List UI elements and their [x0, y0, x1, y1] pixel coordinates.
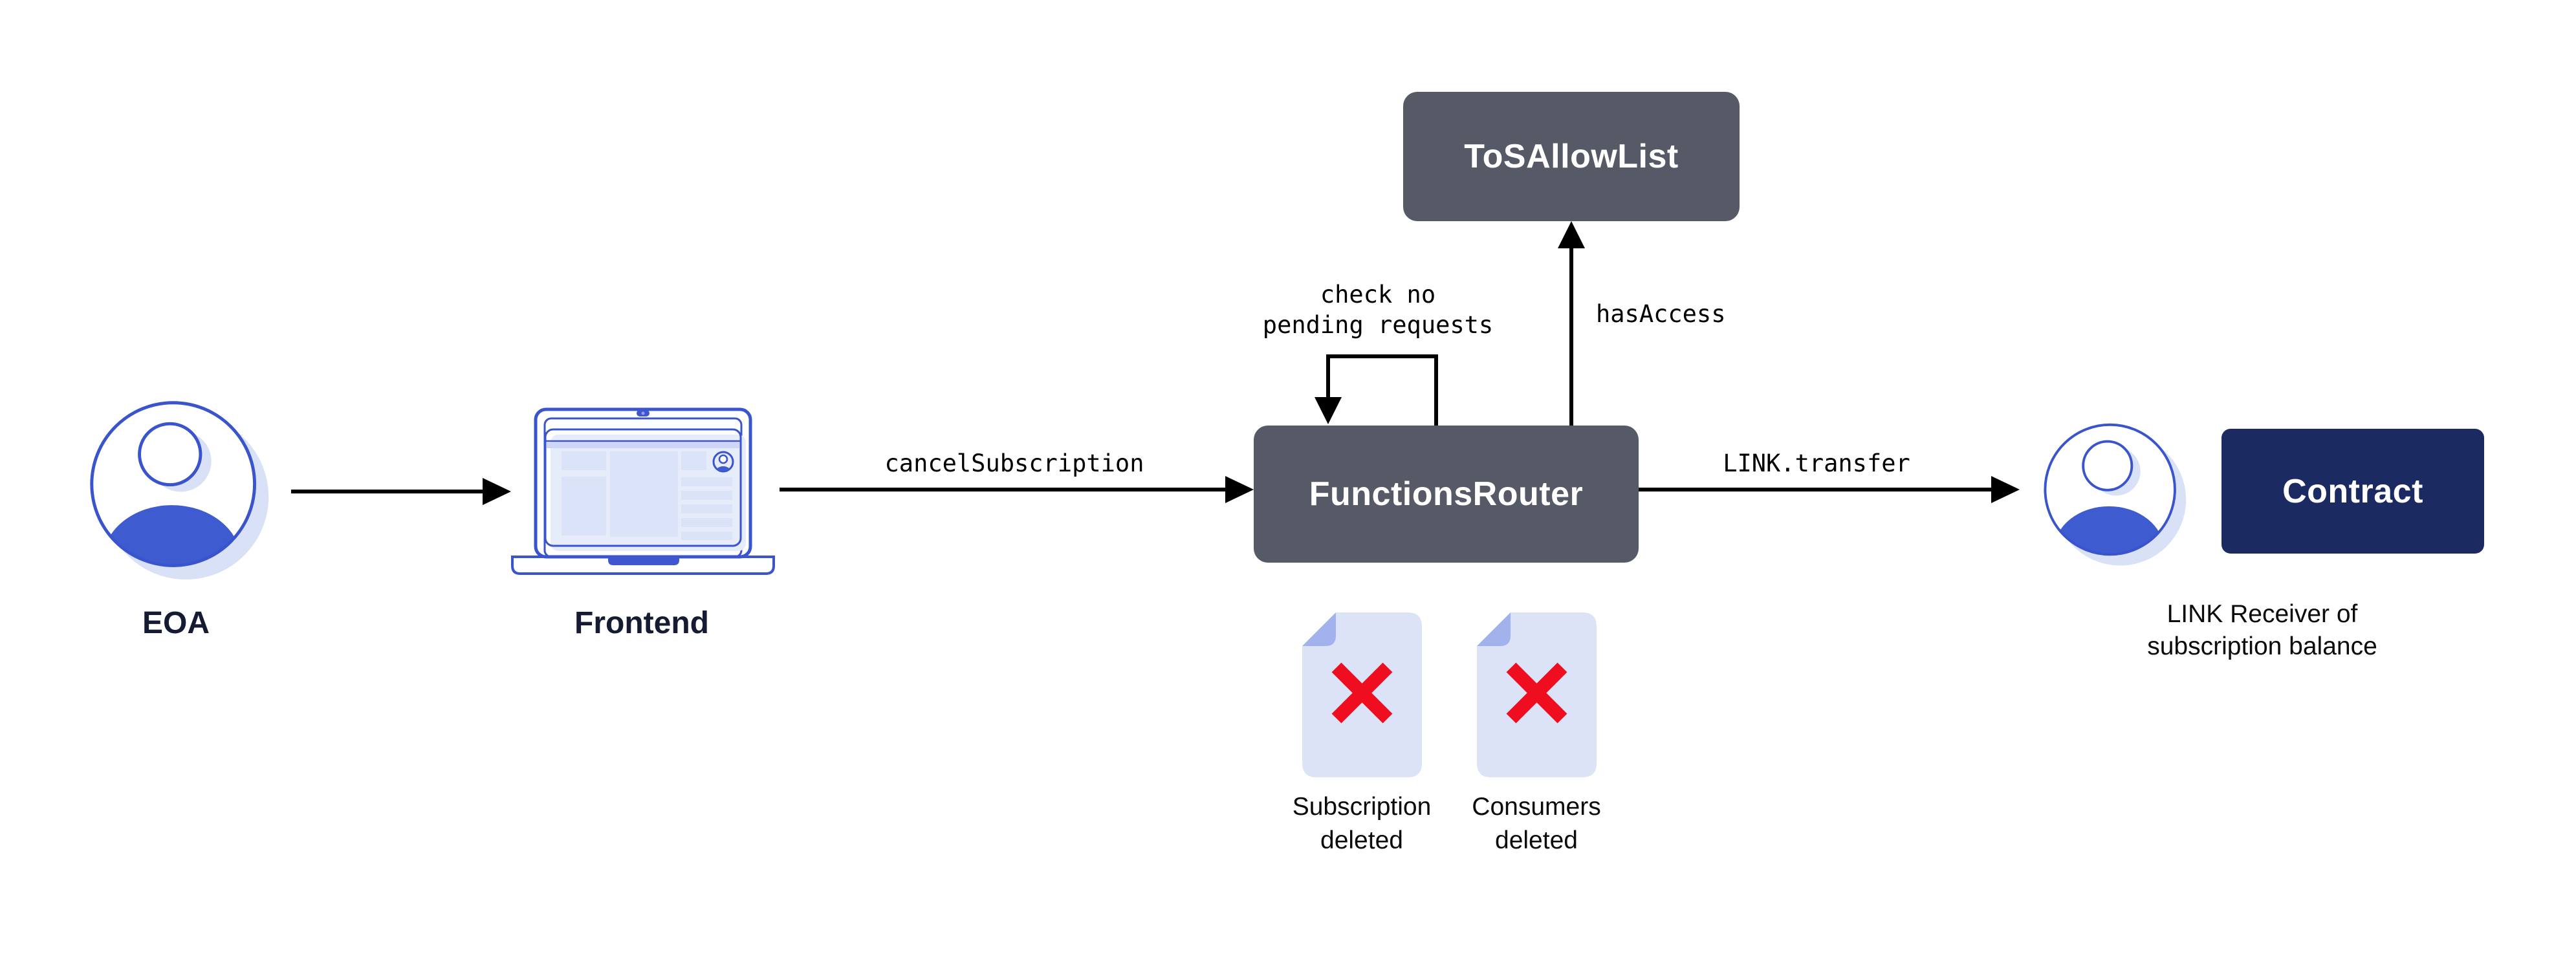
has-access-edge-label: hasAccess: [1596, 300, 1726, 328]
link-receiver-caption-line2: subscription balance: [2147, 632, 2377, 660]
check-pending-line2: pending requests: [1262, 311, 1494, 339]
check-pending-edge-label: check no pending requests: [1263, 279, 1493, 340]
cancel-subscription-edge-label: cancelSubscription: [884, 449, 1144, 477]
edge-has-access-arrow: [1558, 221, 1585, 426]
frontend-label: Frontend: [574, 606, 709, 640]
contract-box: Contract: [2221, 429, 2484, 554]
subscription-deleted-label: Subscription deleted: [1293, 790, 1432, 858]
consumers-deleted-line2: deleted: [1495, 826, 1578, 854]
contract-label: Contract: [2282, 472, 2423, 510]
subscription-deleted-line1: Subscription: [1292, 793, 1432, 821]
edge-cancel-subscription-arrow: [780, 476, 1254, 503]
consumers-deleted-label: Consumers deleted: [1472, 790, 1600, 858]
consumers-deleted-doc-icon: [1477, 612, 1597, 777]
link-transfer-edge-label: LINK.transfer: [1723, 449, 1910, 477]
tos-allow-list-label: ToSAllowList: [1464, 138, 1679, 175]
eoa-avatar-icon: [90, 401, 269, 580]
link-receiver-caption-line1: LINK Receiver of: [2167, 600, 2358, 628]
edge-eoa-to-frontend: [291, 478, 511, 505]
frontend-laptop-icon: [511, 407, 775, 575]
subscription-deleted-line2: deleted: [1320, 826, 1403, 854]
edge-link-transfer-arrow: [1639, 476, 2020, 503]
edge-self-loop-check-pending: [1315, 354, 1438, 426]
consumers-deleted-line1: Consumers: [1472, 793, 1601, 821]
check-pending-line1: check no: [1320, 281, 1436, 308]
functions-router-box: FunctionsRouter: [1254, 426, 1639, 563]
functions-router-label: FunctionsRouter: [1309, 475, 1584, 513]
subscription-deleted-doc-icon: [1302, 612, 1422, 777]
tos-allow-list-box: ToSAllowList: [1403, 92, 1740, 221]
link-receiver-avatar-icon: [2044, 423, 2187, 566]
eoa-label: EOA: [142, 606, 210, 640]
link-receiver-caption: LINK Receiver of subscription balance: [2147, 598, 2377, 663]
